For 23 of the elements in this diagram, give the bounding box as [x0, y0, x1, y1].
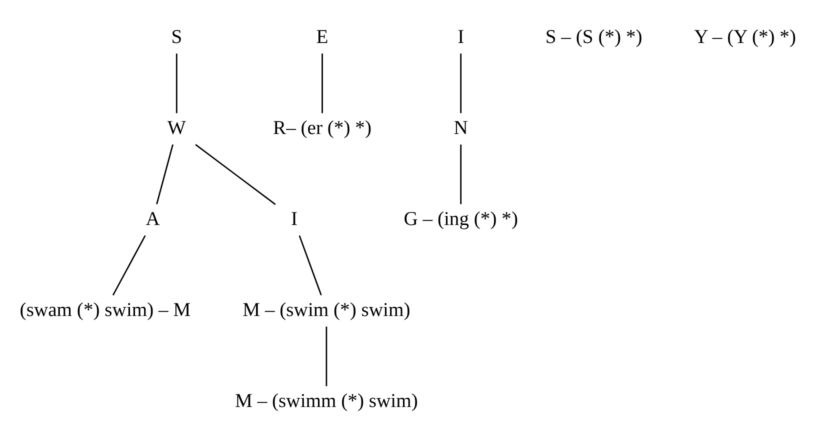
connector [195, 144, 276, 205]
node-text: I [290, 208, 298, 230]
node-text: G – (ing (*) *) [404, 208, 518, 230]
connector [460, 53, 462, 113]
node-text: M – (swim (*) swim) [242, 300, 410, 321]
node-text: M – (swimm (*) swim) [235, 390, 418, 412]
connector [112, 234, 146, 295]
node-text: E [316, 26, 328, 48]
connector [298, 234, 322, 295]
node-text: N [454, 118, 468, 139]
node-text: S [171, 26, 182, 48]
connector [322, 53, 323, 113]
connector [176, 53, 178, 113]
node-text: S – (S (*) *) [545, 26, 642, 48]
node-text: W [167, 118, 186, 139]
connector [460, 144, 462, 204]
node-text: R– (er (*) *) [273, 118, 372, 139]
connector [156, 144, 174, 204]
connector [326, 326, 328, 386]
node-text: A [146, 208, 160, 230]
node-text: Y – (Y (*) *) [694, 26, 796, 48]
node-text: I [458, 26, 464, 48]
node-text: (swam (*) swim) – M [20, 300, 191, 321]
